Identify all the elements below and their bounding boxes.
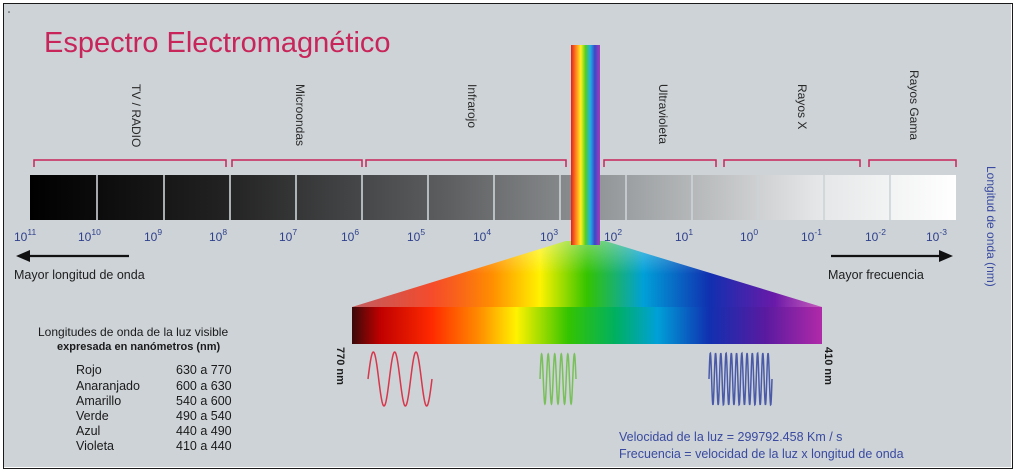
band-label-ultravioleta: Ultravioleta [656, 84, 670, 144]
row-range: 410 a 440 [176, 439, 232, 453]
tick-label: 1010 [78, 227, 101, 244]
tick-label: 101 [675, 227, 693, 244]
tick-label: 104 [473, 227, 491, 244]
bracket-rayos-x [723, 159, 861, 167]
corner-dot [8, 11, 10, 13]
tick-label: 10-3 [926, 227, 947, 244]
diagram-frame: Espectro Electromagnético TV / RADIO Mic… [3, 3, 1013, 469]
arrow-right-label: Mayor frecuencia [828, 268, 924, 282]
arrow-longer-wavelength [16, 250, 129, 262]
bracket-tv-radio [33, 159, 227, 167]
band-label-tv-radio: TV / RADIO [129, 84, 143, 147]
row-color: Azul [76, 424, 100, 438]
wavelength-ticks: 1011 1010 109 108 107 106 105 104 103 102 101 100 10… [14, 227, 947, 244]
light-beam [571, 45, 600, 245]
frequency-formula-text: Frecuencia = velocidad de la luz x longi… [619, 447, 904, 461]
spectrum-label-410: 410 nm [822, 347, 834, 385]
visible-table-title: Longitudes de onda de la luz visible [38, 325, 228, 339]
wavelength-bar [30, 175, 956, 220]
tick-label: 106 [341, 227, 359, 244]
bracket-infrarojo [365, 159, 567, 167]
row-range: 630 a 770 [176, 363, 232, 377]
row-range: 540 a 600 [176, 394, 232, 408]
tick-label: 10-2 [865, 227, 886, 244]
tick-label: 100 [740, 227, 758, 244]
tick-label: 10-1 [801, 227, 822, 244]
tick-label: 109 [144, 227, 162, 244]
row-color: Anaranjado [76, 379, 140, 393]
band-brackets [33, 159, 957, 167]
tick-label: 102 [604, 227, 622, 244]
red-wave-icon [367, 351, 433, 407]
wavelength-bar-dividers [96, 175, 891, 220]
row-range: 600 a 630 [176, 379, 232, 393]
band-label-rayos-x: Rayos X [795, 84, 809, 129]
tick-label: 103 [540, 227, 558, 244]
electromagnetic-spectrum-diagram: Espectro Electromagnético TV / RADIO Mic… [4, 4, 1011, 467]
diagram-background [4, 4, 1011, 467]
side-axis-label: Longitud de onda (nm) [984, 166, 998, 287]
bracket-ultravioleta [603, 159, 717, 167]
spectrum-label-770: 770 nm [334, 347, 346, 385]
bracket-rayos-gama [868, 159, 957, 167]
arrow-higher-frequency [831, 250, 953, 262]
band-label-infrarojo: Infrarojo [465, 84, 479, 128]
row-color: Amarillo [76, 394, 121, 408]
row-range: 490 a 540 [176, 409, 232, 423]
visible-spectrum-bar [352, 307, 822, 344]
tick-label: 108 [209, 227, 227, 244]
row-range: 440 a 490 [176, 424, 232, 438]
band-label-rayos-gama: Rayos Gama [907, 70, 921, 140]
tick-label: 107 [279, 227, 297, 244]
green-wave-icon [539, 352, 577, 406]
row-color: Rojo [76, 363, 102, 377]
blue-wave-icon [708, 351, 773, 407]
row-color: Violeta [76, 439, 114, 453]
tick-label: 1011 [14, 227, 36, 244]
page-title: Espectro Electromagnético [44, 27, 391, 59]
bracket-microondas [231, 159, 363, 167]
visible-table-subtitle: expresada en nanómetros (nm) [57, 341, 221, 353]
tick-label: 105 [407, 227, 425, 244]
arrow-left-label: Mayor longitud de onda [14, 268, 145, 282]
speed-of-light-text: Velocidad de la luz = 299792.458 Km / s [619, 430, 842, 444]
visible-table: Rojo 630 a 770 Anaranjado 600 a 630 Amar… [76, 363, 232, 453]
row-color: Verde [76, 409, 109, 423]
band-label-microondas: Microondas [293, 84, 307, 146]
